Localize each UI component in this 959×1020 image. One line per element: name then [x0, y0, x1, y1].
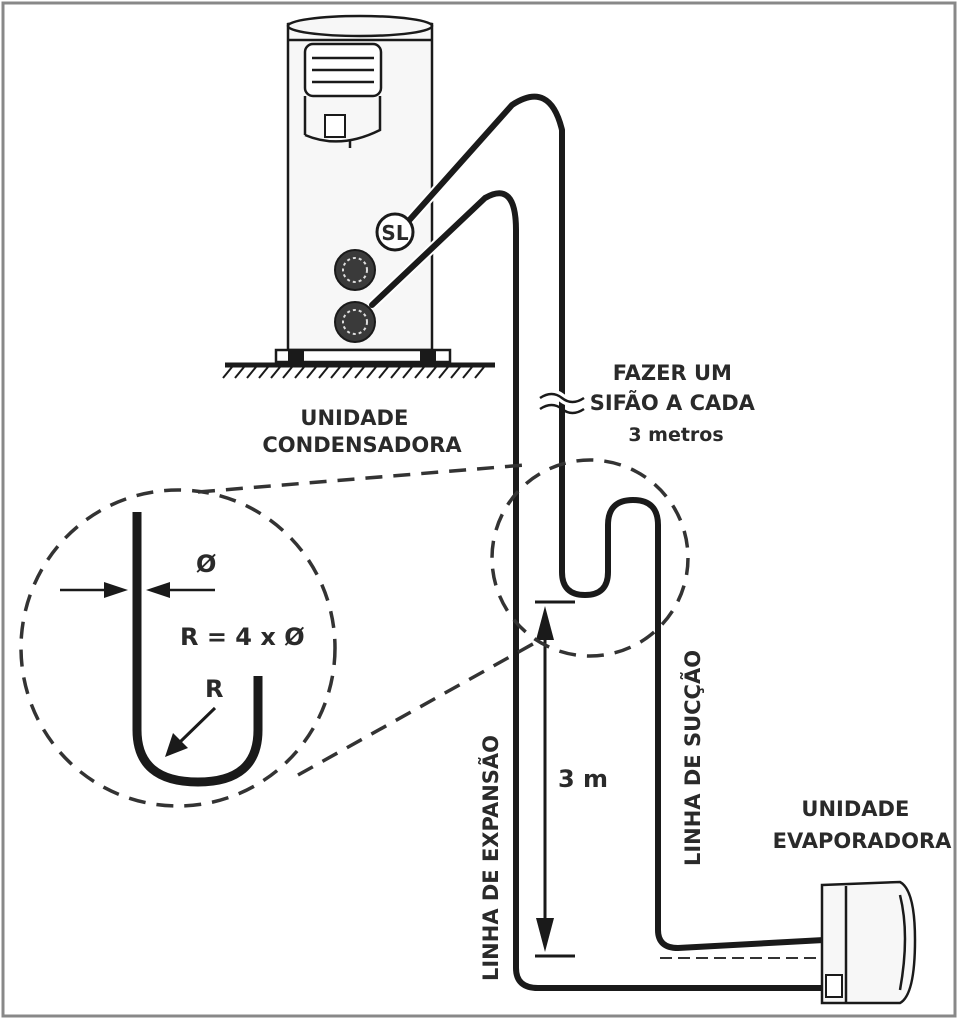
expansion-line-pipe: [369, 190, 827, 991]
radius-label: R: [205, 675, 223, 703]
suction-line-label: LINHA DE SUCÇÃO: [680, 650, 705, 866]
diameter-symbol: Ø: [196, 550, 216, 578]
ground-hatch-mark: [426, 366, 437, 379]
ground-hatch-mark: [270, 366, 281, 379]
ground-hatch-mark: [438, 366, 449, 379]
ground-hatch-mark: [378, 366, 389, 379]
suction-line-pipe: [402, 93, 827, 951]
ground-hatch-mark: [354, 366, 365, 379]
condensing-unit-label: UNIDADE CONDENSADORA: [262, 406, 462, 457]
trap-note: FAZER UM SIFÃO A CADA 3 metros: [590, 361, 763, 446]
bend-detail-pipe: [132, 512, 263, 787]
ground-hatch-mark: [234, 366, 245, 379]
ground: [222, 362, 495, 379]
ground-hatch-mark: [414, 366, 425, 379]
trap-detail-circle: [490, 458, 690, 658]
zoom-line-top: [197, 463, 526, 494]
ground-hatch-mark: [222, 366, 233, 379]
zoom-line-bottom: [297, 638, 541, 777]
sight-glass-label: SL: [381, 221, 408, 245]
ground-hatch-mark: [366, 366, 377, 379]
expansion-line-label: LINHA DE EXPANSÃO: [478, 735, 503, 981]
pipe-break-marks: [537, 389, 587, 415]
ground-hatch-mark: [402, 366, 413, 379]
service-valve-icon: [334, 249, 376, 343]
ground-hatch-mark: [462, 366, 473, 379]
radius-formula: R = 4 x Ø: [180, 623, 305, 651]
ground-hatch-mark: [258, 366, 269, 379]
ground-hatch-mark: [294, 366, 305, 379]
ground-hatch-mark: [330, 366, 341, 379]
zoom-detail-circle: [19, 488, 337, 808]
condensing-unit-icon: [274, 14, 452, 364]
ground-hatch-mark: [306, 366, 317, 379]
ground-hatch-mark: [474, 366, 485, 379]
ground-hatch-mark: [246, 366, 257, 379]
ground-hatch-mark: [390, 366, 401, 379]
evaporator-unit-icon: [820, 880, 917, 1005]
evaporator-unit-label: UNIDADE EVAPORADORA: [773, 797, 953, 853]
ground-hatch-mark: [342, 366, 353, 379]
height-dimension: [535, 600, 575, 958]
ground-hatch-mark: [282, 366, 293, 379]
sight-glass: SL: [375, 212, 415, 252]
ground-hatch-mark: [318, 366, 329, 379]
height-label: 3 m: [558, 765, 608, 793]
ground-hatch-mark: [450, 366, 461, 379]
